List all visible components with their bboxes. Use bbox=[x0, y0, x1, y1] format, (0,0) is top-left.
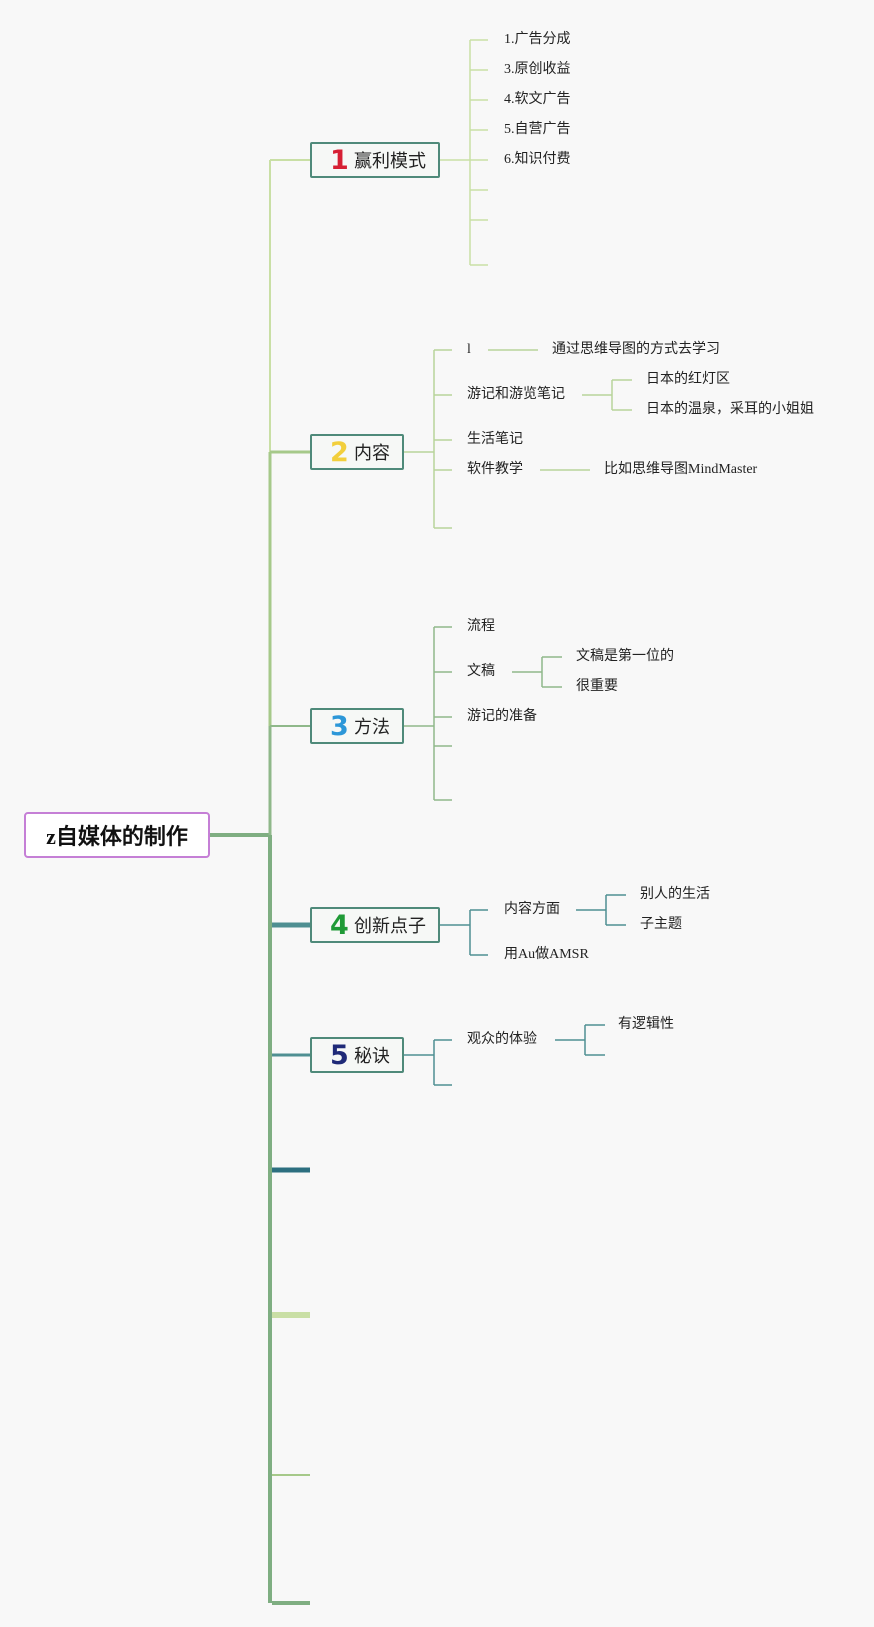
subtopic-own-ad[interactable]: 5.自营广告 bbox=[504, 122, 571, 137]
number-1-icon: 1 bbox=[330, 144, 349, 176]
subtopic-ad-revenue[interactable]: 1.广告分成 bbox=[504, 32, 571, 47]
subtopic-others-life[interactable]: 别人的生活 bbox=[640, 887, 710, 902]
subtopic-manuscript-first[interactable]: 文稿是第一位的 bbox=[576, 649, 674, 664]
root-topic-label: z自媒体的制作 bbox=[46, 824, 188, 849]
topic-label: 秘诀 bbox=[354, 1046, 390, 1067]
subtopic-mindmaster[interactable]: 比如思维导图MindMaster bbox=[604, 462, 758, 477]
subtopic-travel-notes[interactable]: 游记和游览笔记 bbox=[467, 387, 565, 402]
subtopic-process[interactable]: 流程 bbox=[467, 619, 495, 634]
subtopic-original-income[interactable]: 3.原创收益 bbox=[504, 62, 571, 77]
topic-label: 赢利模式 bbox=[354, 151, 426, 172]
subtopic-logical[interactable]: 有逻辑性 bbox=[618, 1017, 674, 1032]
topic-secrets[interactable]: 5 秘诀 bbox=[310, 1037, 404, 1073]
subtopic-learn-mindmap[interactable]: 通过思维导图的方式去学习 bbox=[552, 342, 720, 357]
number-3-icon: 3 bbox=[330, 710, 349, 742]
subtopic-software-tutorial[interactable]: 软件教学 bbox=[467, 462, 523, 477]
subtopic-subtopic[interactable]: 子主题 bbox=[640, 917, 682, 932]
subtopic-au-asmr[interactable]: 用Au做AMSR bbox=[504, 947, 589, 962]
number-5-icon: 5 bbox=[330, 1039, 349, 1071]
subtopic-content-aspect[interactable]: 内容方面 bbox=[504, 902, 560, 917]
topic-label: 创新点子 bbox=[354, 916, 426, 937]
subtopic-soft-ad[interactable]: 4.软文广告 bbox=[504, 92, 571, 107]
subtopic-paid-knowledge[interactable]: 6.知识付费 bbox=[504, 152, 571, 167]
subtopic-manuscript[interactable]: 文稿 bbox=[467, 664, 495, 679]
subtopic-very-important[interactable]: 很重要 bbox=[576, 679, 618, 694]
topic-label: 方法 bbox=[354, 717, 390, 738]
subtopic-life-notes[interactable]: 生活笔记 bbox=[467, 432, 523, 447]
subtopic-red-light-district[interactable]: 日本的红灯区 bbox=[646, 372, 730, 387]
subtopic-hot-spring[interactable]: 日本的温泉，采耳的小姐姐 bbox=[646, 402, 814, 417]
topic-label: 内容 bbox=[354, 443, 390, 464]
root-topic[interactable]: z自媒体的制作 bbox=[24, 812, 210, 858]
number-4-icon: 4 bbox=[330, 909, 349, 941]
topic-method[interactable]: 3 方法 bbox=[310, 708, 404, 744]
subtopic-audience-experience[interactable]: 观众的体验 bbox=[467, 1032, 537, 1047]
subtopic-travel-prep[interactable]: 游记的准备 bbox=[467, 709, 537, 724]
topic-innovative-ideas[interactable]: 4 创新点子 bbox=[310, 907, 440, 943]
subtopic-l[interactable]: l bbox=[467, 342, 471, 357]
topic-content[interactable]: 2 内容 bbox=[310, 434, 404, 470]
topic-profit-model[interactable]: 1 赢利模式 bbox=[310, 142, 440, 178]
number-2-icon: 2 bbox=[330, 436, 349, 468]
